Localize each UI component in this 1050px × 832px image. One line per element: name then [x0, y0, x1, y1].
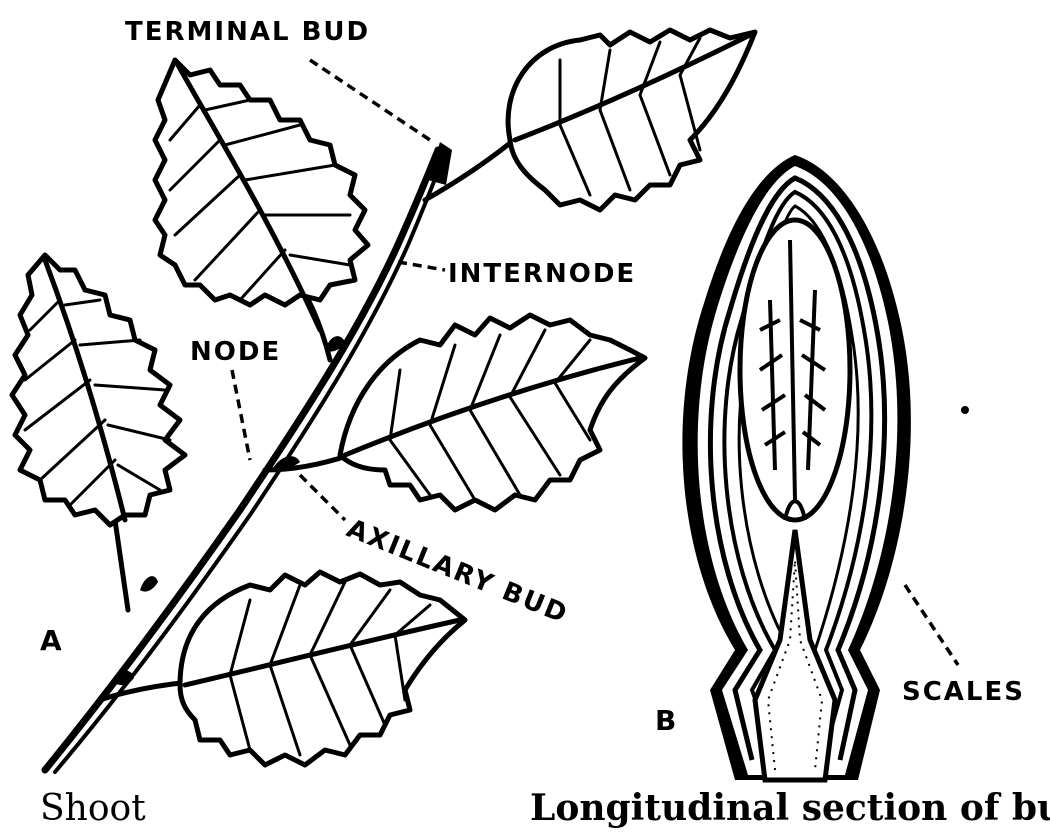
- leaf-top-right: [508, 30, 755, 210]
- panel-label-b: B: [655, 704, 676, 737]
- internode-leader: [398, 262, 445, 270]
- caption-shoot: Shoot: [40, 788, 146, 829]
- caption-bud-section: Longitudinal section of bud: [530, 787, 1050, 829]
- scales-leader: [905, 585, 958, 665]
- leaf-upper-left: [155, 60, 368, 305]
- label-terminal-bud: TERMINAL BUD: [125, 17, 370, 47]
- label-node: NODE: [190, 337, 281, 367]
- leaf-middle-right: [340, 315, 645, 510]
- label-scales: SCALES: [902, 677, 1025, 707]
- shoot-drawing: [12, 30, 755, 772]
- axillary-bud-leader: [300, 475, 345, 520]
- label-internode: INTERNODE: [448, 259, 636, 289]
- panel-label-a: A: [40, 624, 62, 657]
- node-leader: [232, 370, 250, 460]
- terminal-bud-leader: [310, 60, 430, 140]
- leaf-bottom: [180, 572, 465, 765]
